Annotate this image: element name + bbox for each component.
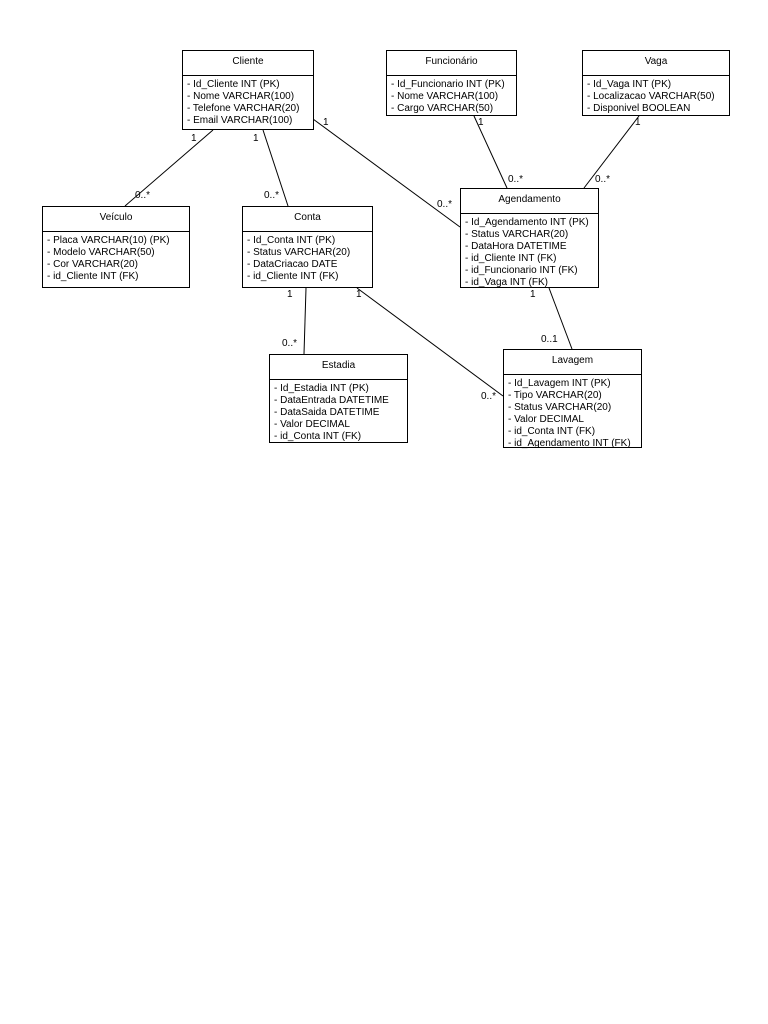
link-agendamento-lavagem [548, 287, 573, 350]
link-conta-lavagem [356, 287, 504, 397]
multiplicity-label: 1 [253, 133, 259, 144]
multiplicity-label: 1 [191, 133, 197, 144]
entity-funcionario: Funcionário - Id_Funcionario INT (PK) - … [386, 50, 517, 116]
attribute-list: - Id_Cliente INT (PK) - Nome VARCHAR(100… [183, 76, 313, 129]
attribute-list: - Id_Vaga INT (PK) - Localizacao VARCHAR… [583, 76, 729, 117]
attribute: - id_Vaga INT (FK) [465, 277, 548, 288]
entity-title: Funcionário [387, 51, 516, 76]
entity-title: Vaga [583, 51, 729, 76]
multiplicity-label: 1 [287, 289, 293, 300]
entity-title: Agendamento [461, 189, 598, 214]
attribute: - Valor DECIMAL [274, 419, 350, 430]
entity-title: Veículo [43, 207, 189, 232]
attribute: - Cargo VARCHAR(50) [391, 103, 494, 114]
entity-agendamento: Agendamento - Id_Agendamento INT (PK) - … [460, 188, 599, 288]
multiplicity-label: 1 [323, 117, 329, 128]
multiplicity-label: 0..* [481, 391, 497, 402]
link-cliente-agendamento [312, 118, 461, 228]
attribute: - Tipo VARCHAR(20) [508, 390, 602, 401]
attribute: - Placa VARCHAR(10) (PK) [47, 235, 170, 246]
attribute: - Id_Conta INT (PK) [247, 235, 336, 246]
multiplicity-label: 0..* [282, 338, 298, 349]
multiplicity-label: 0..* [437, 199, 453, 210]
multiplicity-label: 1 [478, 117, 484, 128]
attribute: - Id_Cliente INT (PK) [187, 79, 280, 90]
attribute-list: - Id_Agendamento INT (PK) - Status VARCH… [461, 214, 598, 291]
multiplicity-label: 0..* [135, 190, 151, 201]
entity-title: Lavagem [504, 350, 641, 375]
link-conta-estadia [303, 287, 307, 355]
attribute: - Nome VARCHAR(100) [391, 91, 499, 102]
attribute: - id_Conta INT (FK) [508, 426, 596, 437]
attribute: - Nome VARCHAR(100) [187, 91, 295, 102]
entity-conta: Conta - Id_Conta INT (PK) - Status VARCH… [242, 206, 373, 288]
multiplicity-label: 1 [635, 117, 641, 128]
entity-title: Cliente [183, 51, 313, 76]
attribute: - id_Funcionario INT (FK) [465, 265, 578, 276]
attribute: - id_Cliente INT (FK) [47, 271, 139, 282]
attribute-list: - Placa VARCHAR(10) (PK) - Modelo VARCHA… [43, 232, 189, 285]
entity-veiculo: Veículo - Placa VARCHAR(10) (PK) - Model… [42, 206, 190, 288]
link-cliente-veiculo [124, 129, 214, 207]
link-cliente-conta [262, 129, 289, 207]
multiplicity-label: 0..1 [541, 334, 558, 345]
attribute: - DataHora DATETIME [465, 241, 567, 252]
entity-title: Conta [243, 207, 372, 232]
entity-title: Estadia [270, 355, 407, 380]
attribute: - id_Conta INT (FK) [274, 431, 362, 442]
attribute-list: - Id_Estadia INT (PK) - DataEntrada DATE… [270, 380, 407, 445]
attribute: - Localizacao VARCHAR(50) [587, 91, 715, 102]
entity-lavagem: Lavagem - Id_Lavagem INT (PK) - Tipo VAR… [503, 349, 642, 449]
multiplicity-label: 0..* [508, 174, 524, 185]
attribute: - DataEntrada DATETIME [274, 395, 389, 406]
attribute: - Disponivel BOOLEAN [587, 103, 691, 114]
attribute: - Status VARCHAR(20) [465, 229, 569, 240]
attribute: - id_Cliente INT (FK) [465, 253, 557, 264]
attribute: - Modelo VARCHAR(50) [47, 247, 155, 258]
attribute: - Status VARCHAR(20) [247, 247, 351, 258]
attribute: - DataCriacao DATE [247, 259, 338, 270]
entity-vaga: Vaga - Id_Vaga INT (PK) - Localizacao VA… [582, 50, 730, 116]
multiplicity-label: 0..* [264, 190, 280, 201]
attribute: - Cor VARCHAR(20) [47, 259, 138, 270]
attribute-list: - Id_Lavagem INT (PK) - Tipo VARCHAR(20)… [504, 375, 641, 452]
attribute: - Status VARCHAR(20) [508, 402, 612, 413]
attribute: - Id_Lavagem INT (PK) [508, 378, 611, 389]
attribute: - Id_Funcionario INT (PK) [391, 79, 505, 90]
multiplicity-label: 1 [356, 289, 362, 300]
attribute: - Id_Estadia INT (PK) [274, 383, 369, 394]
attribute: - Email VARCHAR(100) [187, 115, 293, 126]
attribute: - id_Agendamento INT (FK) [508, 438, 631, 449]
link-funcionario-agendamento [473, 115, 508, 189]
attribute: - Valor DECIMAL [508, 414, 584, 425]
attribute-list: - Id_Funcionario INT (PK) - Nome VARCHAR… [387, 76, 516, 117]
entity-estadia: Estadia - Id_Estadia INT (PK) - DataEntr… [269, 354, 408, 443]
attribute: - Id_Agendamento INT (PK) [465, 217, 589, 228]
multiplicity-label: 1 [530, 289, 536, 300]
link-vaga-agendamento [583, 115, 640, 189]
attribute: - DataSaida DATETIME [274, 407, 380, 418]
attribute: - Id_Vaga INT (PK) [587, 79, 672, 90]
attribute: - Telefone VARCHAR(20) [187, 103, 300, 114]
attribute: - id_Cliente INT (FK) [247, 271, 339, 282]
entity-cliente: Cliente - Id_Cliente INT (PK) - Nome VAR… [182, 50, 314, 130]
attribute-list: - Id_Conta INT (PK) - Status VARCHAR(20)… [243, 232, 372, 285]
multiplicity-label: 0..* [595, 174, 611, 185]
